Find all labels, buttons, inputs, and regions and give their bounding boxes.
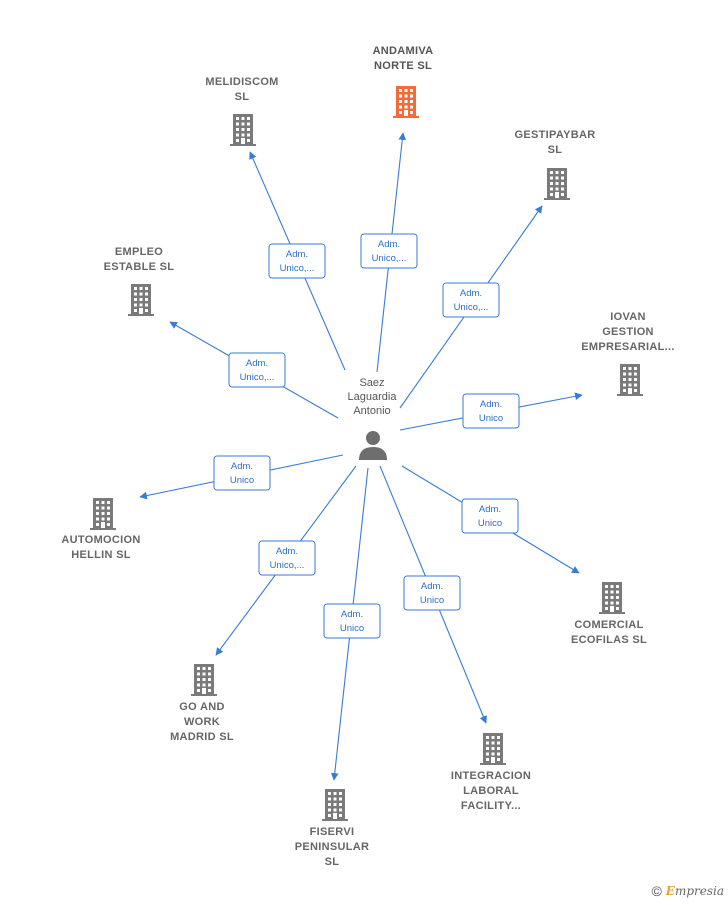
company-node-gestipaybar[interactable]: GESTIPAYBAR SL xyxy=(515,129,596,200)
company-name: WORK xyxy=(184,716,220,728)
company-name: IOVAN xyxy=(610,311,646,323)
company-name: COMERCIAL xyxy=(574,619,643,631)
role-text: Unico xyxy=(479,413,503,424)
company-name: NORTE SL xyxy=(374,60,432,72)
company-node-iovan[interactable]: IOVAN GESTION EMPRESARIAL... xyxy=(581,311,674,396)
role-text: Adm. xyxy=(479,504,501,515)
role-text: Adm. xyxy=(276,546,298,557)
role-label-iovan[interactable]: Adm. Unico xyxy=(462,393,520,429)
role-text: Unico,... xyxy=(240,372,275,383)
company-name: PENINSULAR xyxy=(295,841,370,853)
company-node-automocion[interactable]: AUTOMOCION HELLIN SL xyxy=(61,498,140,561)
company-name: LABORAL xyxy=(463,785,519,797)
company-node-comercial[interactable]: COMERCIAL ECOFILAS SL xyxy=(571,582,647,646)
role-text: Unico xyxy=(230,475,254,486)
company-name: SL xyxy=(548,144,563,156)
building-icon xyxy=(599,582,625,614)
role-text: Unico,... xyxy=(372,253,407,264)
role-text: Unico,... xyxy=(270,560,305,571)
role-text: Adm. xyxy=(480,399,502,410)
role-text: Unico,... xyxy=(454,302,489,313)
building-icon xyxy=(191,664,217,696)
company-name: ANDAMIVA xyxy=(373,45,434,57)
role-text: Unico xyxy=(478,518,502,529)
role-text: Adm. xyxy=(378,239,400,250)
role-label-integracion[interactable]: Adm. Unico xyxy=(403,575,461,611)
role-text: Adm. xyxy=(246,358,268,369)
role-label-empleo[interactable]: Adm. Unico,... xyxy=(228,352,286,388)
company-name: FISERVI xyxy=(310,826,355,838)
company-node-fiservi[interactable]: FISERVI PENINSULAR SL xyxy=(295,789,370,868)
company-name: GESTIPAYBAR xyxy=(515,129,596,141)
nodes-layer: ANDAMIVA NORTE SL MELIDISCOM SL GESTIPAYBAR S… xyxy=(61,45,674,868)
brand-logo[interactable]: Empresia xyxy=(665,884,724,898)
building-icon xyxy=(128,284,154,316)
company-name: MELIDISCOM xyxy=(205,76,278,88)
building-icon xyxy=(480,733,506,765)
person-name: Laguardia xyxy=(348,391,398,403)
role-text: Adm. xyxy=(341,609,363,620)
footer-brand: © Empresia xyxy=(651,883,724,899)
building-icon xyxy=(90,498,116,530)
role-text: Unico xyxy=(340,623,364,634)
person-icon xyxy=(359,431,387,460)
role-label-automocion[interactable]: Adm. Unico xyxy=(213,455,271,491)
role-text: Unico,... xyxy=(280,263,315,274)
company-name: SL xyxy=(235,91,250,103)
company-name: EMPRESARIAL... xyxy=(581,341,674,353)
company-name: MADRID SL xyxy=(170,731,234,743)
edges-layer: Adm.Unico,...Adm.Unico,...Adm.Unico,...A… xyxy=(139,132,583,781)
company-node-andamiva[interactable]: ANDAMIVA NORTE SL xyxy=(373,45,434,118)
building-icon xyxy=(230,114,256,146)
role-text: Adm. xyxy=(231,461,253,472)
building-icon xyxy=(617,364,643,396)
company-node-goandwork[interactable]: GO AND WORK MADRID SL xyxy=(170,664,234,743)
copyright-icon: © xyxy=(651,883,662,899)
role-label-comercial[interactable]: Adm. Unico xyxy=(461,498,519,534)
role-text: Unico xyxy=(420,595,444,606)
company-name: GESTION xyxy=(602,326,654,338)
role-label-gestipaybar[interactable]: Adm. Unico,... xyxy=(442,282,500,318)
company-name: FACILITY... xyxy=(461,800,521,812)
company-name: INTEGRACION xyxy=(451,770,531,782)
person-name: Saez xyxy=(359,377,384,389)
company-name: EMPLEO xyxy=(115,246,163,258)
company-name: ECOFILAS SL xyxy=(571,634,647,646)
person-name: Antonio xyxy=(353,405,390,417)
role-text: Adm. xyxy=(286,249,308,260)
role-text: Adm. xyxy=(421,581,443,592)
building-icon xyxy=(544,168,570,200)
company-node-melidiscom[interactable]: MELIDISCOM SL xyxy=(205,76,278,146)
building-icon xyxy=(322,789,348,821)
company-name: ESTABLE SL xyxy=(104,261,175,273)
role-text: Adm. xyxy=(460,288,482,299)
company-node-empleo[interactable]: EMPLEO ESTABLE SL xyxy=(104,246,175,316)
role-label-andamiva[interactable]: Adm. Unico,... xyxy=(360,233,418,269)
company-name: AUTOMOCION xyxy=(61,534,140,546)
role-label-melidiscom[interactable]: Adm. Unico,... xyxy=(268,243,326,279)
company-name: HELLIN SL xyxy=(71,549,131,561)
building-icon xyxy=(393,86,419,118)
role-label-fiservi[interactable]: Adm. Unico xyxy=(323,603,381,639)
role-label-goandwork[interactable]: Adm. Unico,... xyxy=(258,540,316,576)
company-node-integracion[interactable]: INTEGRACION LABORAL FACILITY... xyxy=(451,733,531,812)
company-name: GO AND xyxy=(179,701,224,713)
company-name: SL xyxy=(325,856,340,868)
